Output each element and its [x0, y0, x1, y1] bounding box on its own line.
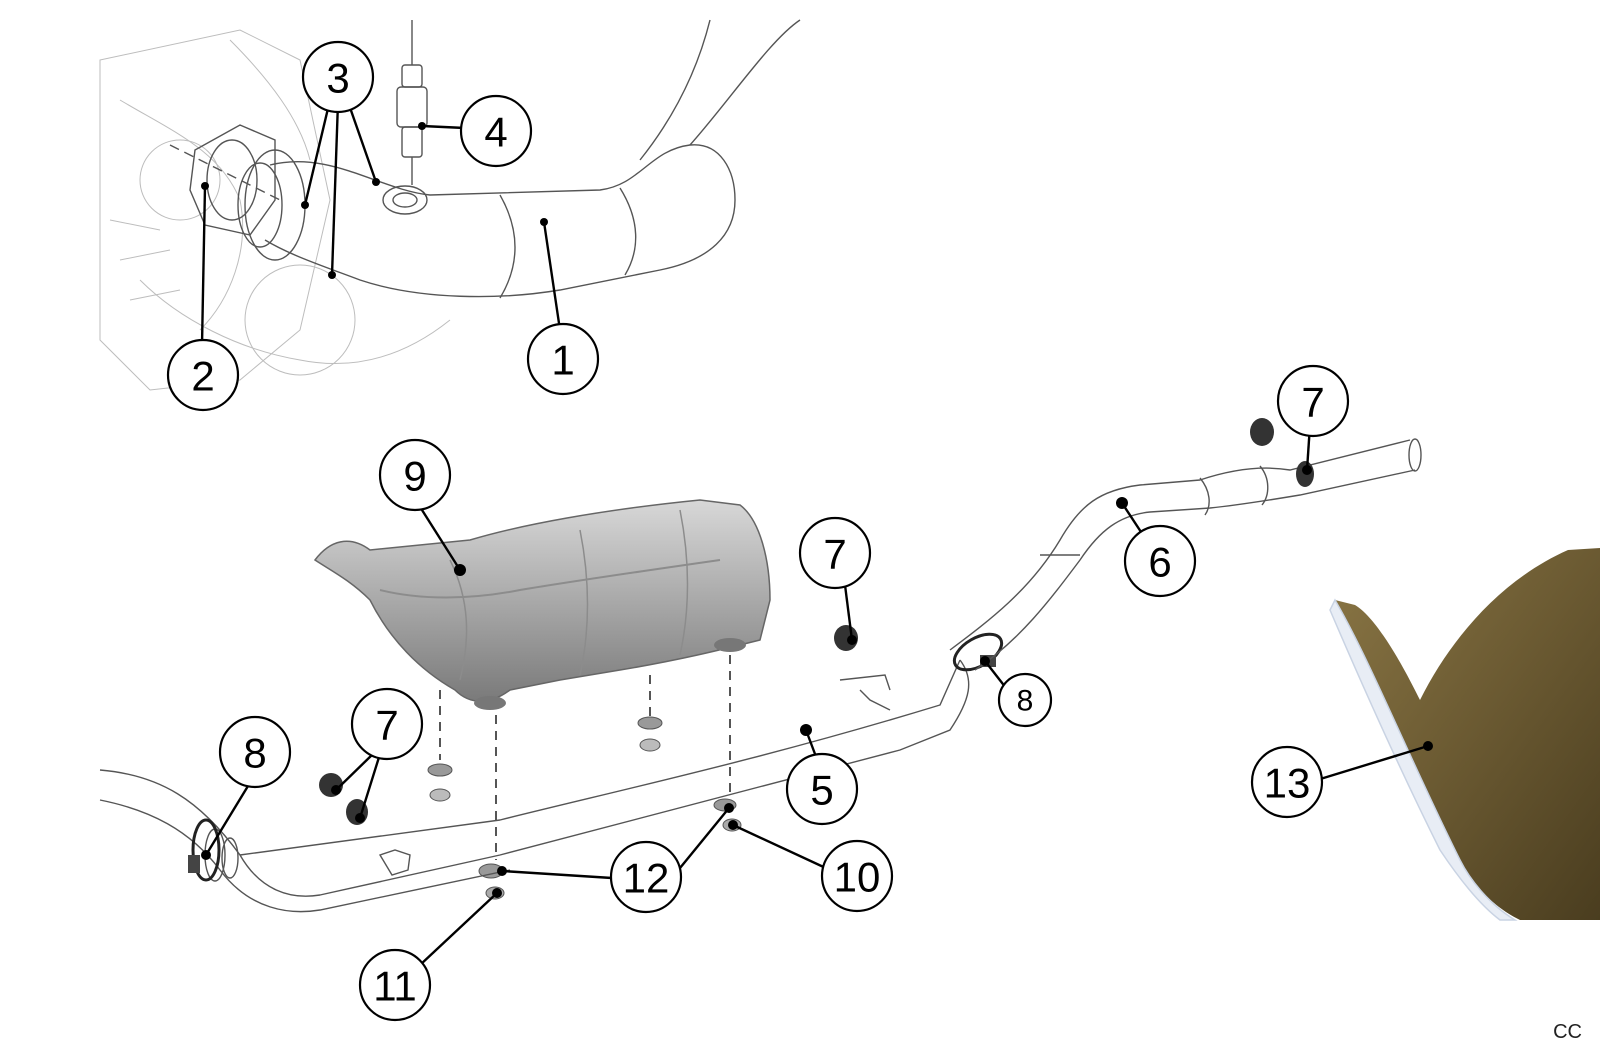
exhaust-sensor	[382, 20, 428, 215]
callout-5: 5	[785, 752, 859, 826]
callout-label: 7	[823, 531, 846, 578]
callout-2: 2	[166, 338, 240, 412]
callout-13: 13	[1250, 745, 1324, 819]
leader-lines	[200, 98, 1433, 966]
heat-shield	[313, 499, 771, 710]
rear-pipe-muffler	[949, 438, 1422, 671]
callout-1: 1	[526, 322, 600, 396]
callout-label: 2	[191, 353, 214, 400]
callout-3: 3	[301, 40, 375, 114]
callout-label: 7	[1301, 379, 1324, 426]
callout-11: 11	[358, 948, 432, 1022]
callout-label: 12	[623, 855, 670, 902]
callout-label: 6	[1148, 539, 1171, 586]
callout-label: 11	[373, 963, 417, 1010]
callout-12: 12	[609, 840, 683, 914]
flange-gasket	[169, 124, 281, 236]
callout-10: 10	[820, 839, 894, 913]
engine-background	[99, 29, 451, 391]
insulation-panel	[1329, 548, 1600, 921]
callout-label: 3	[326, 55, 349, 102]
callout-8-left: 8	[218, 715, 292, 789]
callout-label: 8	[1017, 685, 1034, 718]
callout-label: 5	[810, 767, 833, 814]
intermediate-pipe	[99, 659, 970, 913]
callout-label: 8	[243, 730, 266, 777]
callout-label: 7	[375, 702, 398, 749]
callout-7-upper-right: 7	[1276, 364, 1350, 438]
callout-label: 13	[1264, 760, 1311, 807]
callout-8-right: 8	[997, 672, 1053, 728]
mount-grommets	[427, 716, 742, 900]
callout-label: 4	[484, 109, 507, 156]
callout-4: 4	[459, 94, 533, 168]
corner-code: CC	[1553, 1021, 1582, 1043]
callout-label: 1	[551, 337, 574, 384]
callout-6: 6	[1123, 524, 1197, 598]
callout-7-left: 7	[350, 687, 424, 761]
callout-label: 10	[834, 854, 881, 901]
callout-9: 9	[378, 438, 452, 512]
mounting-guides	[439, 655, 731, 860]
callout-label: 9	[403, 453, 426, 500]
callout-7-middle: 7	[798, 516, 872, 590]
